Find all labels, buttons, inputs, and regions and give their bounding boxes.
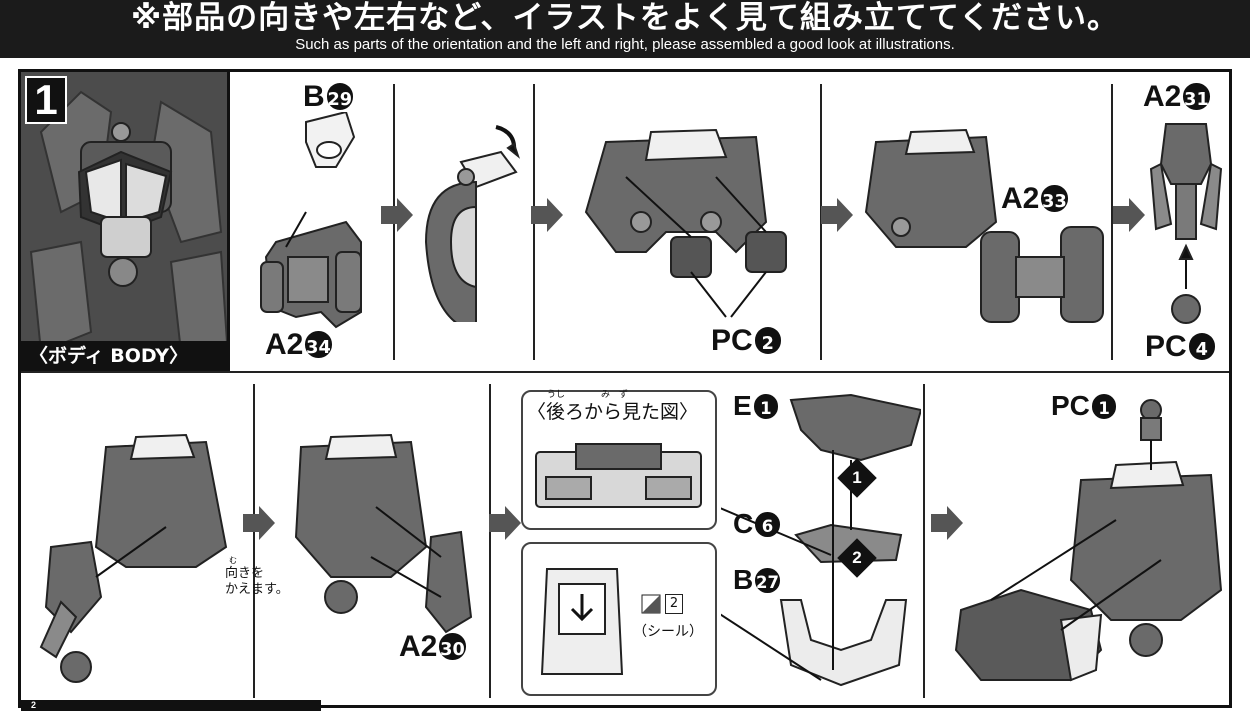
chest-assembly [721,393,921,687]
turn-note-line1: 向きを [225,566,265,581]
order-number-2: 2 [852,548,862,567]
body-frame-part [260,112,362,329]
back-view-title: 〈後ろから見た図〉 [527,401,699,423]
divider [489,384,491,698]
warning-header: ※部品の向きや左右など、イラストをよく見て組み立ててください。 Such as … [0,0,1250,58]
body-assembled [864,128,998,248]
back-view-ruby: うし み ず [547,390,629,400]
step-arrow-icon [531,198,563,232]
sticker-number: 2 [665,594,683,614]
divider [253,384,255,698]
row-divider [21,371,1229,373]
sticker-label: （シール） [633,624,703,640]
step-arrow-icon [489,506,521,540]
step-arrow-icon [1113,198,1145,232]
step-arrow-icon [821,198,853,232]
warning-text-en: Such as parts of the orientation and the… [295,36,955,53]
back-view-box [521,390,717,530]
step-number-box: 1 [25,76,67,124]
step-number: 1 [34,76,58,123]
sticker-box: 2 （シール） [521,542,717,696]
next-step-bar: 2 [21,700,321,711]
body-label: 〈ボディ BODY〉 [29,345,189,367]
body-lower-attach [39,433,228,683]
divider [227,72,230,371]
warning-text-jp: ※部品の向きや左右など、イラストをよく見て組み立ててください。 [130,0,1120,36]
turn-note-line2: かえます。 [225,582,289,597]
a2-33-part [980,226,1104,323]
step-arrow-icon [381,198,413,232]
a2-31-part [1149,123,1223,324]
sticker-swatch-icon [641,594,661,614]
body-pc-insert [584,128,787,318]
divider [923,384,925,698]
waist-part [424,125,521,322]
body-label-bar: 〈ボディ BODY〉 [21,341,227,371]
body-thumbnail-art [21,72,229,371]
body-a2-30-attach [294,433,473,634]
sticker-diagram [540,568,624,675]
divider [1111,84,1113,360]
body-thumbnail: 1 〈ボディ BODY〉 [21,72,229,371]
body-final-assembly [954,399,1223,682]
next-step-number: 2 [31,700,37,710]
back-view-diagram [535,443,702,508]
turn-note-ruby: む [229,556,237,565]
step-arrow-icon [931,506,963,540]
step-arrow-icon [243,506,275,540]
order-number-1: 1 [852,468,862,487]
